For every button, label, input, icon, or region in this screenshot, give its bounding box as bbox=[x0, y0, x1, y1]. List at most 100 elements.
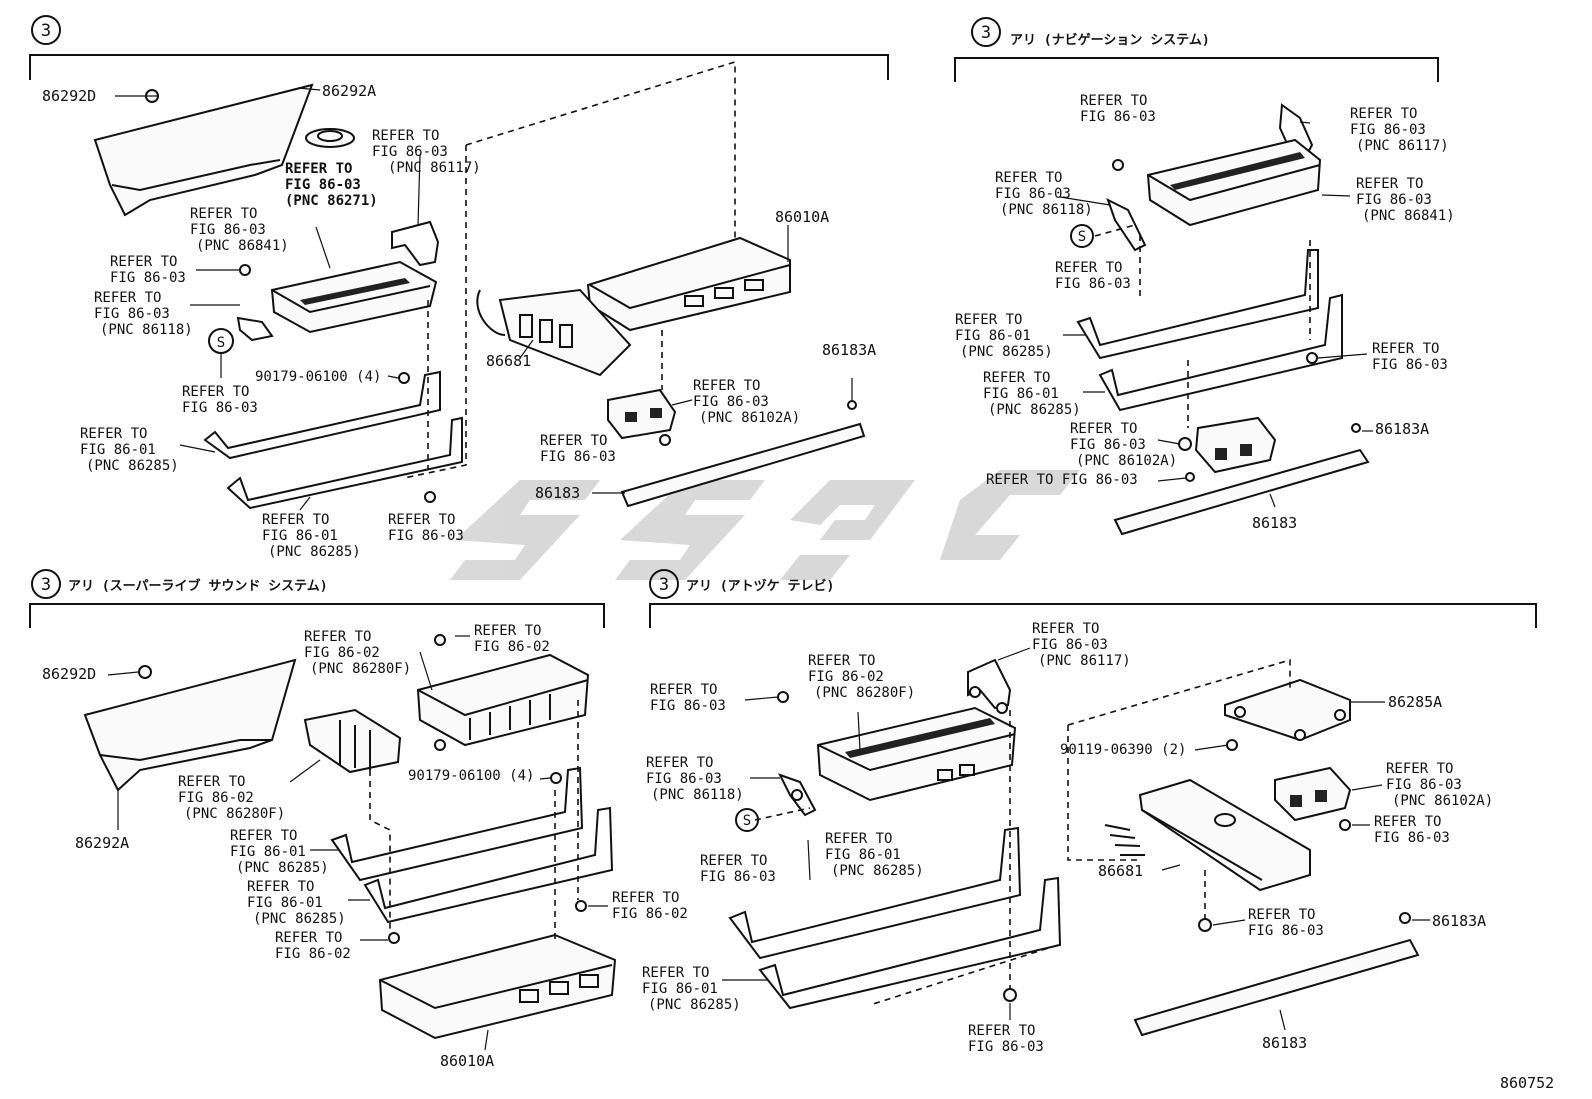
svg-text:FIG 86-03: FIG 86-03 bbox=[646, 771, 722, 787]
svg-text:REFER TO: REFER TO bbox=[474, 623, 541, 639]
svg-text:FIG 86-03: FIG 86-03 bbox=[1386, 777, 1462, 793]
watermark-logo: SSGC bbox=[450, 470, 1080, 580]
svg-text:REFER TO: REFER TO bbox=[983, 370, 1050, 386]
svg-text:REFER TO: REFER TO bbox=[262, 512, 329, 528]
svg-text:FIG 86-03: FIG 86-03 bbox=[1055, 276, 1131, 292]
svg-text:FIG 86-03: FIG 86-03 bbox=[372, 144, 448, 160]
svg-text:3: 3 bbox=[659, 575, 669, 595]
part-86010A-sls: 86010A bbox=[440, 1052, 494, 1070]
svg-text:FIG 86-01: FIG 86-01 bbox=[80, 442, 156, 458]
svg-text:FIG 86-01: FIG 86-01 bbox=[230, 844, 306, 860]
svg-text:FIG 86-03: FIG 86-03 bbox=[995, 186, 1071, 202]
svg-text:REFER TO: REFER TO bbox=[1070, 421, 1137, 437]
svg-text:REFER TO: REFER TO bbox=[968, 1023, 1035, 1039]
symbol-s: S bbox=[217, 335, 225, 351]
svg-text:S: S bbox=[1078, 229, 1086, 245]
svg-text:FIG 86-03: FIG 86-03 bbox=[388, 528, 464, 544]
diagram-number: 860752 bbox=[1500, 1074, 1554, 1092]
svg-text:S: S bbox=[743, 813, 751, 829]
svg-text:(PNC 86285): (PNC 86285) bbox=[86, 458, 179, 474]
svg-text:(PNC 86285): (PNC 86285) bbox=[253, 911, 346, 927]
svg-text:(PNC 86102A): (PNC 86102A) bbox=[699, 410, 800, 426]
svg-text:REFER TO: REFER TO bbox=[1080, 93, 1147, 109]
svg-text:(PNC 86285): (PNC 86285) bbox=[988, 402, 1081, 418]
svg-text:(PNC 86280F): (PNC 86280F) bbox=[814, 685, 915, 701]
svg-text:REFER TO: REFER TO bbox=[1248, 907, 1315, 923]
svg-text:FIG 86-02: FIG 86-02 bbox=[178, 790, 254, 806]
bottom-left-parts bbox=[83, 634, 617, 1051]
svg-text:REFER TO: REFER TO bbox=[182, 384, 249, 400]
svg-text:3: 3 bbox=[41, 575, 51, 595]
part-86681: 86681 bbox=[486, 352, 531, 370]
quadrant-marker-top-left: 3 bbox=[31, 15, 61, 45]
svg-text:REFER TO: REFER TO bbox=[955, 312, 1022, 328]
svg-text:FIG 86-01: FIG 86-01 bbox=[247, 895, 323, 911]
svg-text:REFER TO: REFER TO bbox=[646, 755, 713, 771]
svg-text:REFER TO: REFER TO bbox=[1372, 341, 1439, 357]
svg-text:FIG 86-03: FIG 86-03 bbox=[700, 869, 776, 885]
svg-text:REFER TO: REFER TO bbox=[285, 161, 352, 177]
svg-text:FIG 86-03: FIG 86-03 bbox=[285, 177, 361, 193]
svg-text:REFER TO: REFER TO bbox=[1032, 621, 1099, 637]
part-86285A: 86285A bbox=[1388, 693, 1442, 711]
part-86010A: 86010A bbox=[775, 208, 829, 226]
svg-text:REFER TO: REFER TO bbox=[94, 290, 161, 306]
svg-text:(PNC 86117): (PNC 86117) bbox=[1038, 653, 1131, 669]
svg-text:FIG 86-02: FIG 86-02 bbox=[304, 645, 380, 661]
svg-text:FIG 86-03: FIG 86-03 bbox=[190, 222, 266, 238]
svg-text:(PNC 86102A): (PNC 86102A) bbox=[1076, 453, 1177, 469]
svg-text:(PNC 86841): (PNC 86841) bbox=[196, 238, 289, 254]
bolt-90179-06100: 90179-06100 (4) bbox=[255, 369, 381, 385]
svg-text:FIG 86-03: FIG 86-03 bbox=[1070, 437, 1146, 453]
svg-text:3: 3 bbox=[41, 21, 51, 41]
part-86292A: 86292A bbox=[322, 82, 376, 100]
bottom-left-labels: 86292D 86292A REFER TO FIG 86-02 (PNC 86… bbox=[42, 623, 688, 1070]
svg-text:FIG 86-01: FIG 86-01 bbox=[983, 386, 1059, 402]
svg-text:FIG 86-03: FIG 86-03 bbox=[1374, 830, 1450, 846]
svg-text:FIG 86-03: FIG 86-03 bbox=[94, 306, 170, 322]
svg-text:FIG 86-03: FIG 86-03 bbox=[968, 1039, 1044, 1055]
svg-text:FIG 86-03: FIG 86-03 bbox=[1248, 923, 1324, 939]
svg-text:(PNC 86280F): (PNC 86280F) bbox=[184, 806, 285, 822]
bolt-90119-06390: 90119-06390 (2) bbox=[1060, 742, 1186, 758]
svg-text:(PNC 86841): (PNC 86841) bbox=[1362, 208, 1455, 224]
svg-text:REFER TO: REFER TO bbox=[178, 774, 245, 790]
svg-text:FIG 86-03: FIG 86-03 bbox=[110, 270, 186, 286]
svg-text:REFER TO: REFER TO bbox=[825, 831, 892, 847]
svg-text:FIG 86-03: FIG 86-03 bbox=[1080, 109, 1156, 125]
bottom-right-parts: S bbox=[722, 647, 1430, 1037]
quadrant-marker-bottom-right: 3 bbox=[649, 569, 679, 599]
svg-text:REFER TO: REFER TO bbox=[190, 206, 257, 222]
svg-text:REFER TO: REFER TO bbox=[372, 128, 439, 144]
svg-text:REFER TO: REFER TO bbox=[650, 682, 717, 698]
svg-text:REFER TO: REFER TO bbox=[247, 879, 314, 895]
svg-text:REFER TO: REFER TO bbox=[995, 170, 1062, 186]
svg-text:(PNC 86285): (PNC 86285) bbox=[236, 860, 329, 876]
quadrant-marker-bottom-left: 3 bbox=[31, 569, 61, 599]
svg-text:REFER TO: REFER TO bbox=[693, 378, 760, 394]
svg-text:REFER TO: REFER TO bbox=[80, 426, 147, 442]
svg-text:(PNC 86285): (PNC 86285) bbox=[831, 863, 924, 879]
svg-text:REFER TO: REFER TO bbox=[1350, 106, 1417, 122]
quadrant-marker-top-right: 3 bbox=[971, 17, 1001, 47]
part-86681-tv: 86681 bbox=[1098, 862, 1143, 880]
svg-text:(PNC 86117): (PNC 86117) bbox=[1356, 138, 1449, 154]
section-title-retrofit-tv: アリ (アトヅケ テレビ) bbox=[686, 578, 834, 594]
svg-text:FIG 86-03: FIG 86-03 bbox=[650, 698, 726, 714]
section-title-super-live-sound: アリ (スーパーライブ サウンド システム) bbox=[68, 578, 328, 594]
svg-text:REFER TO: REFER TO bbox=[304, 629, 371, 645]
svg-text:FIG 86-02: FIG 86-02 bbox=[275, 946, 351, 962]
section-title-navigation: アリ (ナビゲーション システム) bbox=[1010, 32, 1210, 48]
svg-text:FIG 86-01: FIG 86-01 bbox=[262, 528, 338, 544]
svg-text:(PNC 86285): (PNC 86285) bbox=[268, 544, 361, 560]
svg-text:REFER TO FIG 86-03: REFER TO FIG 86-03 bbox=[986, 472, 1138, 488]
svg-text:3: 3 bbox=[981, 23, 991, 43]
svg-text:FIG 86-03: FIG 86-03 bbox=[1350, 122, 1426, 138]
svg-text:(PNC 86285): (PNC 86285) bbox=[960, 344, 1053, 360]
part-86292D: 86292D bbox=[42, 87, 96, 105]
svg-text:REFER TO: REFER TO bbox=[612, 890, 679, 906]
svg-text:(PNC 86117): (PNC 86117) bbox=[388, 160, 481, 176]
svg-text:(PNC 86102A): (PNC 86102A) bbox=[1392, 793, 1493, 809]
part-86292A-sls: 86292A bbox=[75, 834, 129, 852]
